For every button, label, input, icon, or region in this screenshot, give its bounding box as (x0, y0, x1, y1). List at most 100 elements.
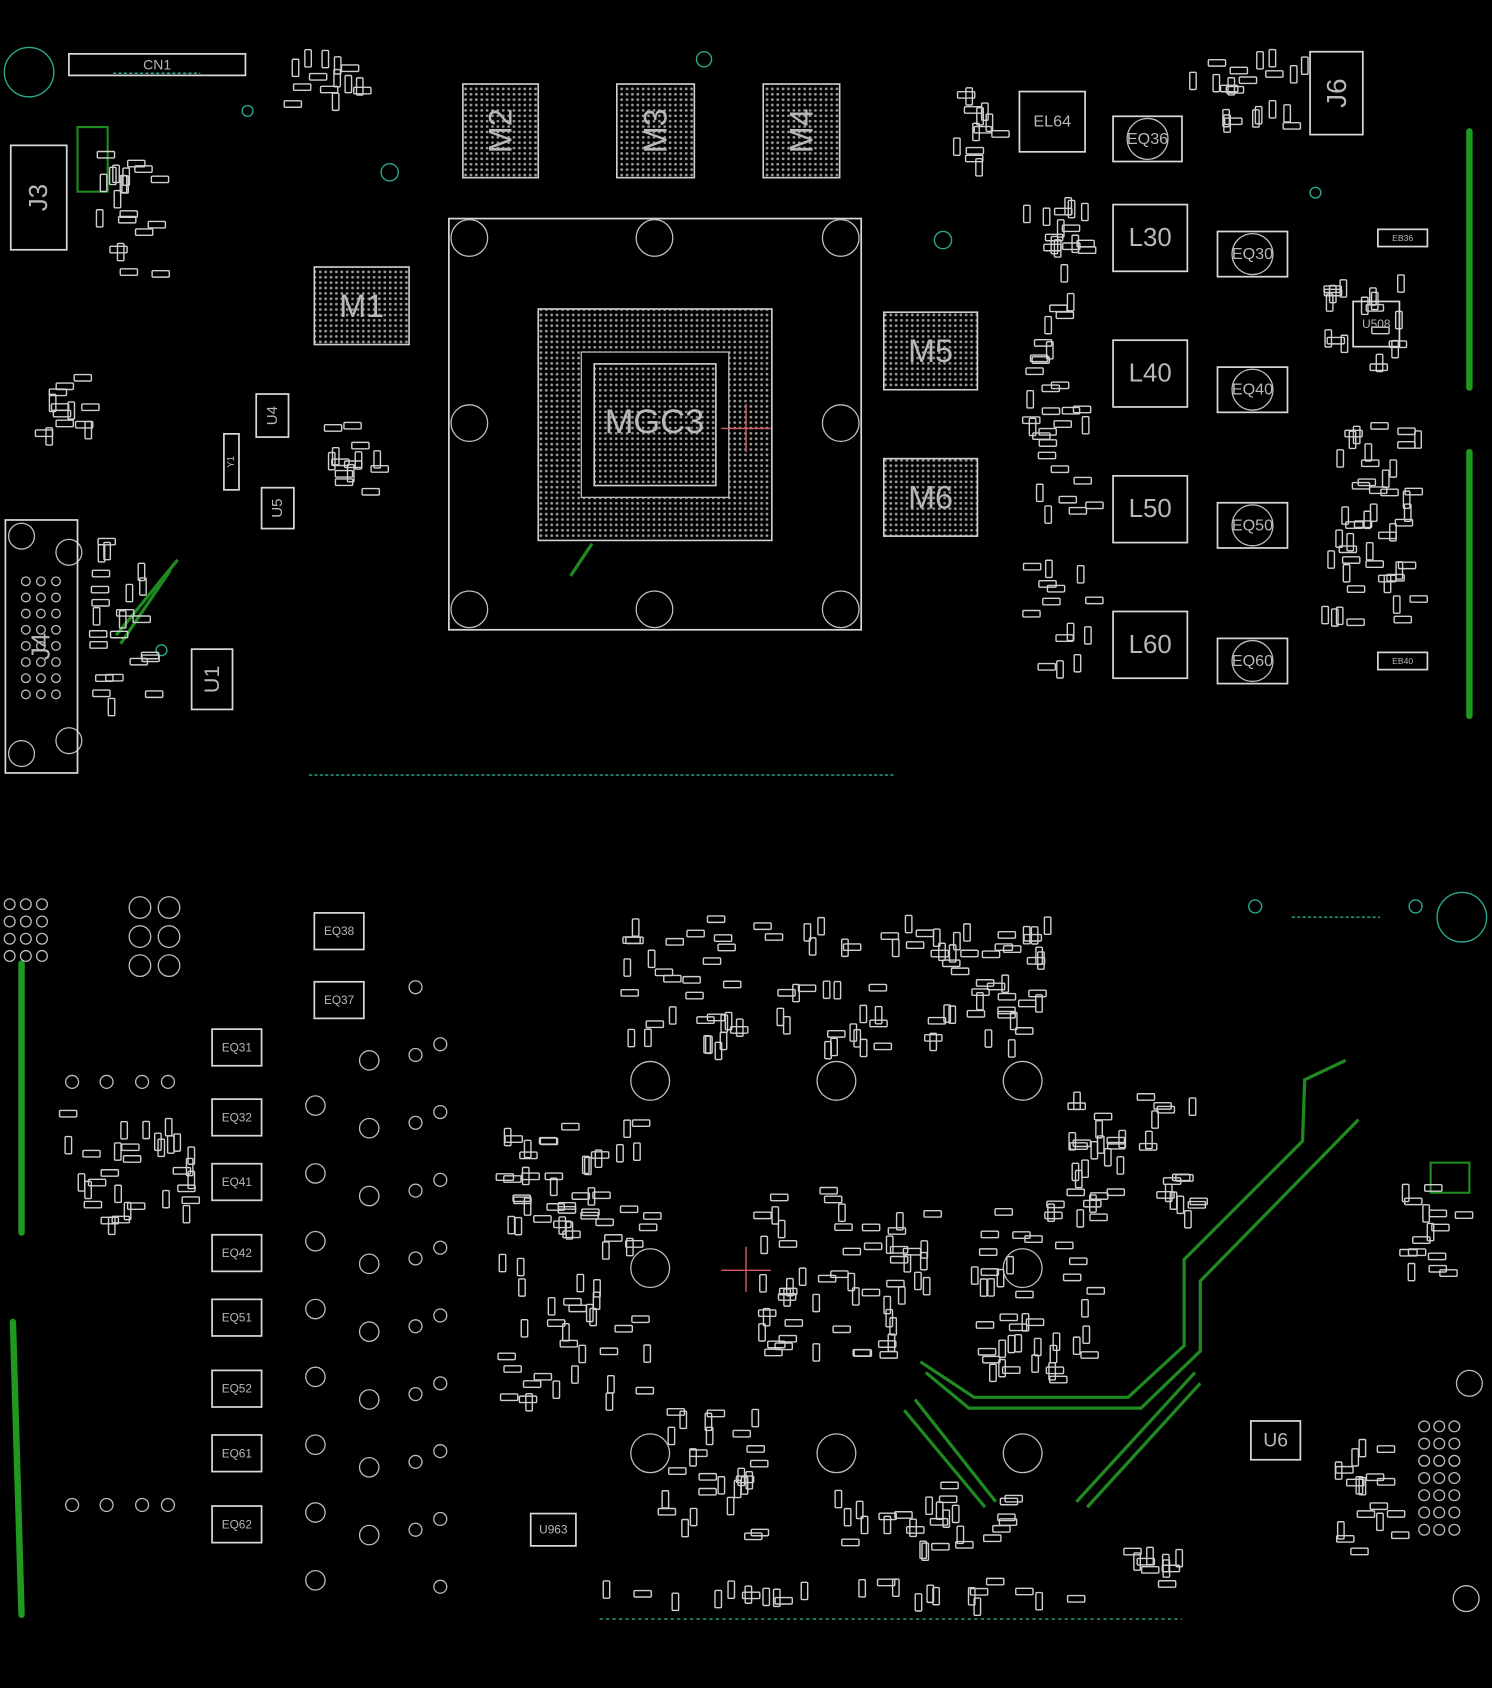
component-label: L40 (1129, 360, 1172, 388)
component-cn1[interactable]: CN1 (68, 53, 247, 77)
component-outline (1216, 501, 1289, 549)
component-outline (313, 980, 365, 1020)
component-outline (882, 457, 979, 537)
mounting-hole (630, 1060, 671, 1101)
component-label: EQ32 (222, 1110, 252, 1124)
mounting-hole (450, 590, 489, 629)
mounting-hole (1002, 1433, 1043, 1474)
component-eb40[interactable]: EB40 (1377, 651, 1429, 671)
component-outline (211, 1298, 263, 1337)
component-outline (211, 1233, 263, 1273)
component-label: M5 (908, 333, 953, 369)
component-label: M3 (638, 108, 674, 153)
component-label: EQ61 (222, 1446, 252, 1460)
component-label: U1 (200, 666, 224, 694)
component-label: J3 (25, 184, 53, 211)
component-m1[interactable]: M1 (313, 266, 410, 346)
component-outline (882, 311, 979, 391)
component-label: M4 (783, 108, 819, 153)
component-el64[interactable]: EL64 (1018, 90, 1086, 153)
component-label: EB40 (1392, 656, 1413, 666)
component-eq40[interactable]: EQ40 (1216, 366, 1289, 414)
component-l60[interactable]: L60 (1112, 610, 1189, 680)
component-outline (1250, 1420, 1302, 1461)
component-eq52[interactable]: EQ52 (211, 1369, 263, 1408)
component-u4[interactable]: U4 (255, 393, 290, 438)
component-outline (4, 519, 79, 774)
component-u5[interactable]: U5 (260, 486, 295, 530)
mounting-hole (450, 404, 489, 443)
cursor-crosshair (721, 403, 771, 1292)
component-outline (223, 433, 240, 491)
component-eq62[interactable]: EQ62 (211, 1505, 263, 1544)
component-eb36[interactable]: EB36 (1377, 228, 1429, 248)
component-label: EQ60 (1232, 652, 1273, 670)
component-label: EQ50 (1232, 516, 1273, 534)
component-eq30[interactable]: EQ30 (1216, 230, 1289, 278)
component-eq36[interactable]: EQ36 (1112, 115, 1183, 163)
component-l50[interactable]: L50 (1112, 474, 1189, 544)
component-j6[interactable]: J6 (1309, 50, 1364, 136)
component-u508[interactable]: U508 (1352, 300, 1401, 348)
component-m2[interactable]: M2 (462, 83, 540, 179)
component-label: M6 (908, 479, 953, 515)
component-outline (1018, 90, 1086, 153)
component-label: EQ30 (1232, 245, 1273, 263)
component-label: EQ62 (222, 1517, 252, 1531)
component-outline (529, 1512, 577, 1547)
component-outline (1112, 474, 1189, 544)
component-eq31[interactable]: EQ31 (211, 1028, 263, 1067)
component-outline (1112, 115, 1183, 163)
component-label: J4 (27, 633, 55, 660)
component-label: U5 (269, 499, 286, 518)
component-eq60[interactable]: EQ60 (1216, 637, 1289, 685)
component-j3[interactable]: J3 (9, 144, 68, 251)
component-gpu[interactable]: MGC3 (448, 217, 863, 631)
component-label: EB36 (1392, 233, 1413, 243)
component-eq51[interactable]: EQ51 (211, 1298, 263, 1337)
component-outline (190, 648, 234, 711)
component-outline (1112, 339, 1189, 408)
mounting-hole (635, 218, 674, 257)
component-m5[interactable]: M5 (882, 311, 979, 391)
component-label: EQ38 (324, 924, 355, 938)
mounting-hole (821, 590, 860, 629)
component-outline (1377, 228, 1429, 248)
component-m4[interactable]: M4 (762, 83, 841, 179)
component-eq41[interactable]: EQ41 (211, 1162, 263, 1202)
component-outline (211, 1434, 263, 1473)
component-eq37[interactable]: EQ37 (313, 980, 365, 1020)
component-eq50[interactable]: EQ50 (1216, 501, 1289, 549)
component-u1[interactable]: U1 (190, 648, 234, 711)
mounting-hole (816, 1433, 857, 1474)
copper-traces (9, 125, 1473, 1618)
component-eq42[interactable]: EQ42 (211, 1233, 263, 1273)
component-eq61[interactable]: EQ61 (211, 1434, 263, 1473)
component-label: U963 (539, 1523, 568, 1537)
component-label: U6 (1263, 1429, 1288, 1451)
component-eq38[interactable]: EQ38 (313, 912, 365, 951)
component-u963[interactable]: U963 (529, 1512, 577, 1547)
component-eq32[interactable]: EQ32 (211, 1098, 263, 1137)
component-l40[interactable]: L40 (1112, 339, 1189, 408)
mounting-hole (450, 218, 489, 257)
component-outline (1352, 300, 1401, 348)
component-label: EQ51 (222, 1311, 252, 1325)
component-outline (1377, 651, 1429, 671)
component-label: M2 (483, 108, 519, 153)
component-y1[interactable]: Y1 (223, 433, 240, 491)
component-m6[interactable]: M6 (882, 457, 979, 537)
component-outline (211, 1028, 263, 1067)
mounting-hole (1002, 1060, 1043, 1101)
component-u6[interactable]: U6 (1250, 1420, 1302, 1461)
component-label: EQ40 (1232, 381, 1273, 399)
component-j4[interactable]: J4 (4, 519, 79, 774)
component-label: EQ52 (222, 1382, 252, 1396)
component-outline (462, 83, 540, 179)
component-l30[interactable]: L30 (1112, 203, 1189, 273)
component-pads (3, 48, 1483, 1616)
component-outline (762, 83, 841, 179)
component-m3[interactable]: M3 (616, 83, 696, 179)
mounting-hole (635, 590, 674, 629)
